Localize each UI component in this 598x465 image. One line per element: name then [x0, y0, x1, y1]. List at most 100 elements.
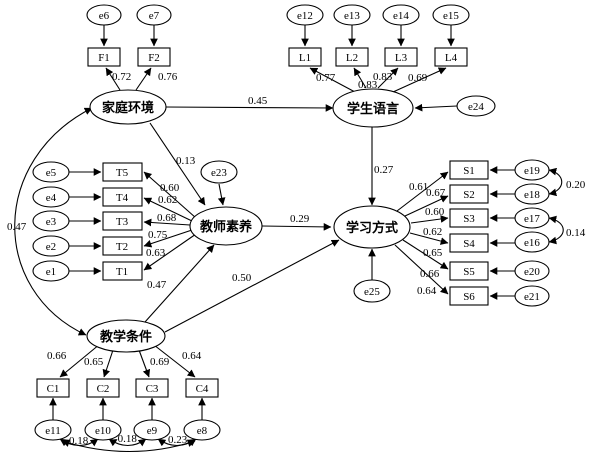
path-teacher-t3: [143, 218, 191, 227]
box-t3: T3: [102, 211, 143, 231]
error-e25: e25: [353, 279, 391, 303]
coef-family-lang: 0.45: [248, 95, 268, 107]
coef-s1: 0.61: [409, 181, 428, 193]
path-e23-teacher: [217, 183, 226, 206]
box-s3: S3: [449, 208, 489, 228]
path-cond-c1: [59, 343, 101, 378]
svg-text:e12: e12: [297, 10, 313, 22]
svg-text:家庭环境: 家庭环境: [102, 100, 154, 115]
svg-text:e20: e20: [524, 266, 540, 278]
svg-text:e8: e8: [197, 425, 208, 437]
svg-text:S6: S6: [463, 291, 475, 303]
path-teacher-learn: [261, 223, 332, 231]
box-t4: T4: [102, 187, 143, 207]
error-e7: e7: [136, 4, 172, 26]
error-e2: e2: [32, 235, 70, 257]
coef-t4: 0.62: [158, 194, 177, 206]
path-family-f1: [105, 67, 121, 91]
svg-text:e18: e18: [524, 189, 540, 201]
box-t2: T2: [102, 236, 143, 256]
path-cond-teacher: [144, 244, 215, 323]
svg-text:e17: e17: [524, 213, 540, 225]
coef-c1: 0.66: [47, 350, 67, 362]
error-e16: e16: [514, 231, 550, 253]
error-e6: e6: [86, 4, 122, 26]
svg-text:教师素养: 教师素养: [199, 219, 253, 234]
error-e23: e23: [200, 160, 238, 184]
svg-text:C4: C4: [196, 383, 209, 395]
error-e20: e20: [514, 260, 550, 282]
coef-cond-teacher: 0.47: [147, 279, 167, 291]
coef-e11-e10: 0.18: [69, 435, 89, 447]
path-learn-s1: [396, 171, 449, 212]
indicator-boxes: F1 F2 L1 L2 L3 L4 T5 T4 T3 T2 T1 S1 S2 S…: [36, 47, 489, 398]
error-e24: e24: [456, 95, 496, 117]
svg-text:S2: S2: [463, 189, 475, 201]
box-s5: S5: [449, 261, 489, 281]
svg-text:T5: T5: [116, 167, 129, 179]
error-ovals: e6 e7 e12 e13 e14 e15 e24 e23 e5 e4 e3 e…: [32, 4, 550, 441]
svg-text:e24: e24: [468, 101, 484, 113]
path-learn-s6: [394, 244, 449, 295]
coef-t2: 0.75: [148, 229, 168, 241]
error-e14: e14: [382, 4, 420, 26]
edges-layer: [14, 25, 564, 453]
path-teacher-t2: [143, 229, 193, 248]
coef-t1: 0.63: [146, 247, 166, 259]
svg-text:e23: e23: [211, 167, 227, 179]
svg-text:e2: e2: [46, 241, 56, 253]
svg-text:e10: e10: [95, 425, 111, 437]
box-c4: C4: [185, 378, 219, 398]
error-e19: e19: [514, 159, 550, 181]
box-c1: C1: [36, 378, 70, 398]
error-e10: e10: [84, 419, 122, 441]
error-e8: e8: [183, 419, 221, 441]
coef-l2: 0.83: [358, 79, 378, 91]
svg-text:e11: e11: [45, 425, 60, 437]
path-e24-lang: [414, 103, 458, 112]
error-e12: e12: [286, 4, 324, 26]
svg-text:e5: e5: [46, 167, 57, 179]
svg-text:T1: T1: [116, 266, 128, 278]
svg-text:e19: e19: [524, 165, 540, 177]
svg-text:e14: e14: [393, 10, 409, 22]
latent-lang: 学生语言: [332, 88, 414, 128]
box-s6: S6: [449, 286, 489, 306]
path-cond-learn: [164, 239, 340, 333]
coef-s6: 0.66: [420, 268, 440, 280]
box-t5: T5: [102, 162, 143, 182]
coef-t5: 0.60: [160, 182, 180, 194]
coef-cond-learn: 0.50: [232, 272, 252, 284]
coef-s6b: 0.64: [417, 285, 437, 297]
coef-e9-e8: 0.23: [168, 434, 188, 446]
path-teacher-t1: [143, 233, 197, 271]
path-lang-l1: [309, 67, 356, 93]
svg-text:L2: L2: [346, 52, 358, 64]
path-learn-s3: [410, 215, 449, 224]
svg-text:S4: S4: [463, 238, 475, 250]
box-l3: L3: [384, 47, 418, 67]
path-cond-c4: [153, 344, 196, 378]
error-e15: e15: [432, 4, 470, 26]
svg-text:L3: L3: [395, 52, 408, 64]
path-learn-s2: [404, 195, 449, 217]
error-e9: e9: [133, 419, 171, 441]
error-e11: e11: [34, 419, 72, 441]
coef-e10-e9: -0.18: [114, 433, 137, 445]
svg-text:e7: e7: [149, 10, 160, 22]
svg-text:S5: S5: [463, 266, 475, 278]
cov-e17-e16: [548, 215, 564, 245]
error-e18: e18: [514, 183, 550, 205]
box-s4: S4: [449, 233, 489, 253]
svg-text:e15: e15: [443, 10, 459, 22]
svg-text:e1: e1: [46, 266, 56, 278]
box-s1: S1: [449, 160, 489, 180]
svg-text:e3: e3: [46, 216, 57, 228]
svg-text:教学条件: 教学条件: [99, 329, 152, 344]
box-s2: S2: [449, 184, 489, 204]
svg-text:e21: e21: [524, 291, 540, 303]
latent-family: 家庭环境: [89, 89, 167, 125]
svg-text:F1: F1: [98, 52, 110, 64]
coef-s5: 0.65: [423, 247, 443, 259]
